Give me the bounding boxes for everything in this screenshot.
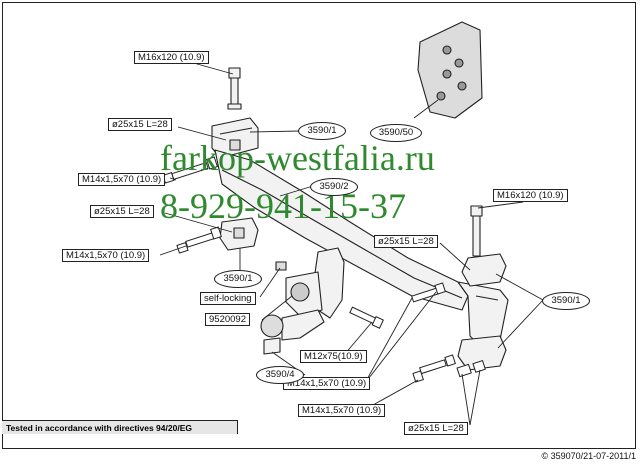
bracket-left-top [211, 117, 259, 159]
label-bolt-m12: M12x75(10.9) [300, 350, 367, 363]
kit-bolt [454, 58, 464, 68]
kit-card [417, 21, 483, 119]
washer [227, 103, 242, 110]
bolt-shank [230, 77, 239, 107]
kit-bolt [457, 81, 467, 91]
watermark-phone: 8-929-941-15-37 [160, 186, 406, 226]
spacer-bottom [456, 360, 486, 378]
leader-lines [159, 61, 544, 426]
bolt-left-2 [176, 226, 222, 254]
callout-bracket-right: 3590/1 [542, 292, 590, 310]
bolt-right-1 [411, 282, 446, 303]
bracket-right-bottom [457, 335, 507, 371]
label-bolt-top-left: M16x120 (10.9) [134, 51, 209, 64]
ball-neck [281, 309, 325, 341]
copyright: © 359070/21-07-2011/1 [541, 451, 636, 461]
kit-bolt [436, 91, 446, 101]
tow-ball [260, 314, 284, 338]
label-bolt-left-1: M14x1,5x70 (10.9) [78, 173, 166, 186]
bracket-right-top [461, 253, 507, 287]
kit-bolt [442, 69, 452, 79]
kit-bolt [442, 45, 452, 55]
label-spacer-left-1: ø25x15 L=28 [108, 118, 172, 131]
label-spacer-left-2: ø25x15 L=28 [90, 205, 154, 218]
crossbar [214, 149, 469, 311]
test-directive-note: Tested in accordance with directives 94/… [2, 420, 238, 434]
bolt-right-2 [412, 354, 456, 383]
bolt-m12 [349, 306, 384, 329]
label-spacer-right: ø25x15 L=28 [374, 235, 438, 248]
bolt-shank [472, 215, 481, 257]
label-spacer-bottom: ø25x15 L=28 [404, 422, 468, 435]
callout-bracket-left-top: 3590/1 [298, 122, 346, 140]
bolt-left-1 [162, 156, 218, 184]
watermark-site: farkop-westfalia.ru [160, 138, 435, 178]
label-self-locking: self-locking [200, 292, 256, 305]
label-bolt-left-2: M14x1,5x70 (10.9) [62, 249, 150, 262]
label-bolt-top-right: M16x120 (10.9) [493, 189, 568, 202]
callout-crossbar: 3590/2 [310, 178, 358, 196]
diagram-frame [2, 2, 636, 449]
label-bolt-right-2: M14x1,5x70 (10.9) [298, 404, 386, 417]
callout-bracket-left-bottom: 3590/1 [214, 270, 262, 288]
callout-ball: 3590/4 [256, 366, 304, 384]
label-part-9520092: 9520092 [205, 313, 250, 326]
callout-kit-card: 3590/50 [370, 124, 422, 142]
